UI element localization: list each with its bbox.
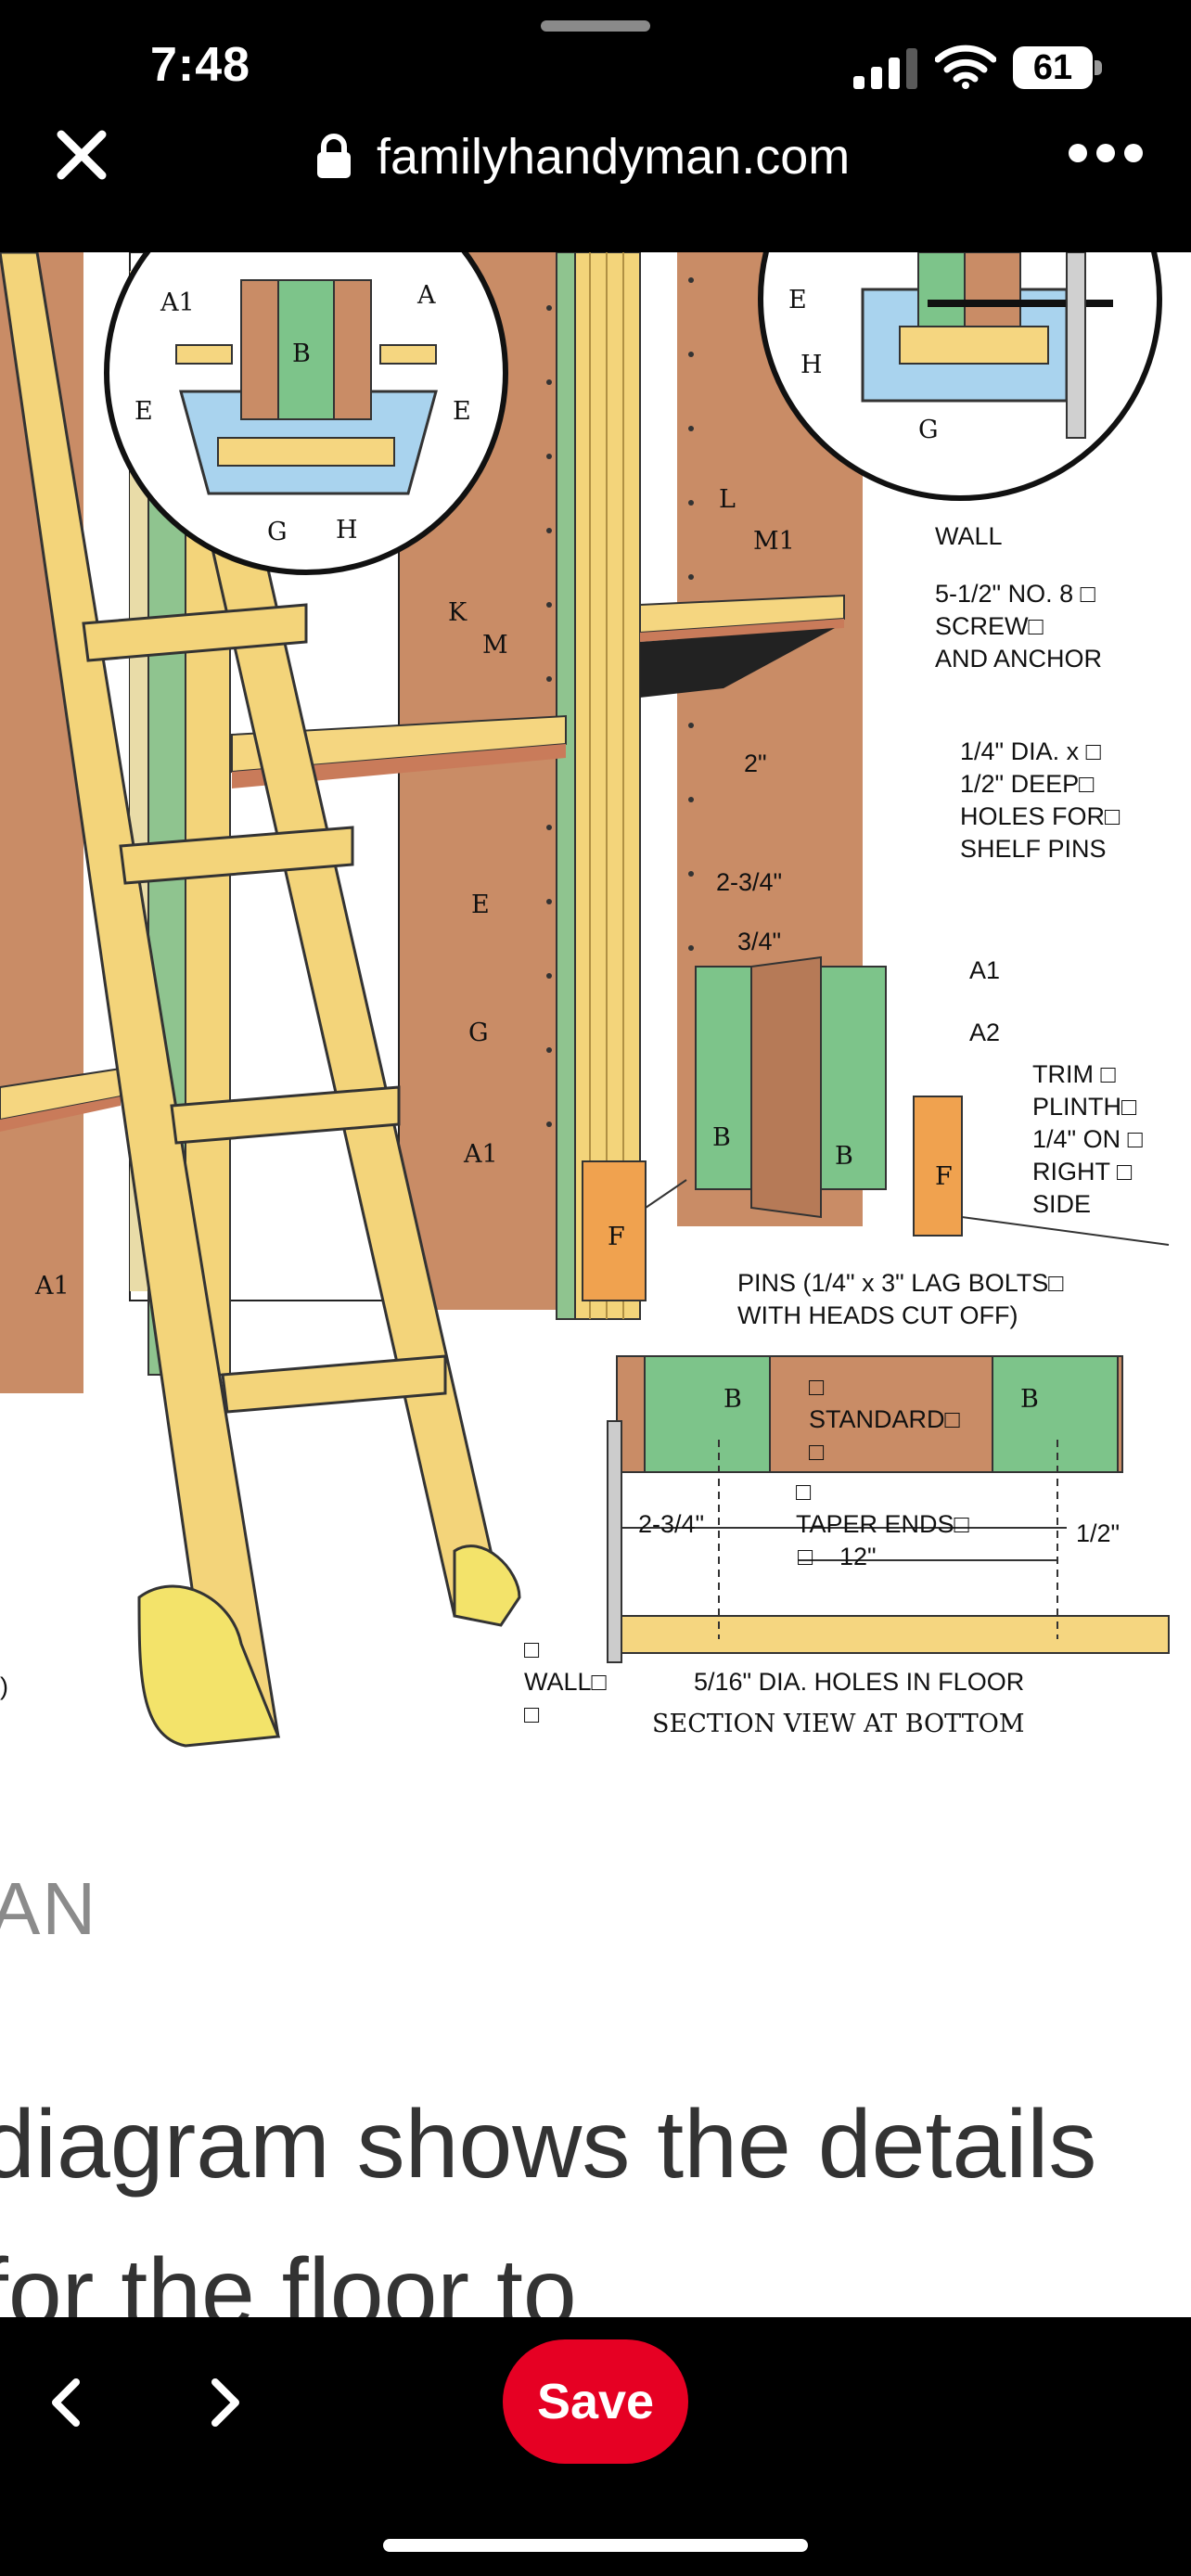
label-a-top: A — [416, 281, 436, 310]
status-bar: 7:48 61 — [0, 0, 1191, 130]
page-content: A1 A B E E G H E H G WALL 5-1/2" NO. 8 □… — [0, 252, 1191, 2317]
label-screw-1: 5-1/2" NO. 8 □ — [935, 580, 1096, 608]
chevron-right-icon[interactable] — [198, 2373, 250, 2432]
lock-icon — [317, 134, 351, 178]
library-ladder — [0, 252, 521, 1748]
ladder-shelf-diagram[interactable]: A1 A B E E G H E H G WALL 5-1/2" NO. 8 □… — [0, 252, 1191, 1774]
section-b-right — [992, 1355, 1119, 1473]
label-b1: B — [712, 1123, 731, 1152]
label-h-tr: H — [800, 351, 823, 379]
plinth-f-right — [913, 1096, 963, 1237]
sheet-grabber[interactable] — [541, 20, 650, 32]
plinth-f-left — [582, 1160, 647, 1301]
label-f-right: F — [935, 1162, 953, 1191]
label-sq-6: □ — [524, 1700, 540, 1728]
label-f-left: F — [608, 1223, 625, 1251]
label-trim-5: SIDE — [1032, 1190, 1091, 1218]
label-l: L — [719, 485, 736, 514]
label-trim-1: TRIM □ — [1032, 1060, 1116, 1088]
battery-percent: 61 — [1032, 48, 1073, 87]
label-sq-2: □ — [809, 1438, 825, 1466]
label-hole-3: HOLES FOR□ — [960, 802, 1121, 830]
label-hole-1: 1/4" DIA. x □ — [960, 737, 1102, 765]
home-indicator[interactable] — [383, 2539, 808, 2552]
label-dim-half: 1/2" — [1076, 1519, 1120, 1547]
chevron-left-icon[interactable] — [41, 2373, 93, 2432]
status-time: 7:48 — [150, 38, 251, 92]
label-g-tr: G — [918, 416, 939, 444]
label-section-b-right: B — [1020, 1385, 1039, 1414]
label-a1-mid: A1 — [463, 1140, 498, 1169]
label-b-top: B — [292, 340, 311, 368]
label-sq-4: □ — [798, 1543, 813, 1570]
label-e-mid: E — [471, 891, 490, 919]
label-standard: STANDARD□ — [809, 1405, 961, 1433]
label-e-left: E — [134, 397, 153, 426]
label-trim-3: 1/4" ON □ — [1032, 1125, 1144, 1153]
label-a1-top: A1 — [160, 288, 195, 317]
label-e-right: E — [453, 397, 471, 426]
label-taper: TAPER ENDS□ — [796, 1510, 970, 1538]
label-m: M — [482, 631, 508, 660]
save-button[interactable]: Save — [503, 2339, 688, 2464]
label-h-top: H — [336, 516, 358, 545]
label-paren: ) — [0, 1672, 8, 1700]
label-hole-4: SHELF PINS — [960, 835, 1107, 863]
source-label: AN — [0, 1867, 98, 1950]
label-screw-2: SCREW□ — [935, 612, 1044, 640]
label-section-view: SECTION VIEW AT BOTTOM — [652, 1710, 1024, 1738]
section-b-left — [644, 1355, 771, 1473]
more-icon[interactable] — [1067, 139, 1145, 167]
close-icon[interactable] — [52, 125, 111, 185]
label-b2: B — [835, 1142, 853, 1171]
label-wall: WALL — [935, 522, 1003, 550]
battery-icon: 61 — [1013, 46, 1102, 89]
browser-bar — [0, 121, 1191, 250]
label-wall-2: WALL□ — [524, 1668, 608, 1696]
label-a1-right: A1 — [969, 956, 1000, 984]
wifi-icon — [935, 45, 996, 89]
label-dim-2-3-4: 2-3/4" — [716, 868, 782, 896]
label-dim-12: 12" — [839, 1543, 877, 1570]
label-m1: M1 — [753, 527, 795, 556]
url-text[interactable]: familyhandyman.com — [377, 129, 851, 185]
label-pins-1: PINS (1/4" x 3" LAG BOLTS□ — [737, 1269, 1064, 1297]
label-trim-4: RIGHT □ — [1032, 1158, 1133, 1185]
image-caption: diagram shows the details for the floor … — [0, 2091, 1097, 2317]
label-sq-1: □ — [809, 1373, 825, 1401]
board-b2 — [820, 966, 887, 1190]
section-floor — [621, 1615, 1170, 1654]
label-a2-right: A2 — [969, 1019, 1000, 1046]
label-dim-2-3-4-b: 2-3/4" — [638, 1510, 704, 1538]
label-dim-3-4: 3/4" — [737, 928, 781, 955]
label-k: K — [448, 598, 467, 627]
label-dim-2: 2" — [744, 750, 767, 777]
label-g-mid: G — [468, 1019, 489, 1047]
diagram-labels: A1 A B E E G H E H G WALL 5-1/2" NO. 8 □… — [0, 281, 1144, 1738]
label-screw-3: AND ANCHOR — [935, 645, 1102, 673]
signal-icon — [853, 48, 917, 89]
label-sq-5: □ — [524, 1635, 540, 1663]
label-section-b-left: B — [724, 1385, 742, 1414]
label-trim-2: PLINTH□ — [1032, 1093, 1137, 1121]
label-pins-2: WITH HEADS CUT OFF) — [737, 1301, 1018, 1329]
label-sq-3: □ — [796, 1478, 812, 1506]
label-holes-floor: 5/16" DIA. HOLES IN FLOOR — [694, 1668, 1024, 1696]
board-b1 — [695, 966, 752, 1190]
label-hole-2: 1/2" DEEP□ — [960, 770, 1095, 798]
label-a1-left: A1 — [34, 1272, 70, 1301]
label-g-top: G — [267, 518, 288, 546]
label-e-tr: E — [788, 286, 807, 314]
